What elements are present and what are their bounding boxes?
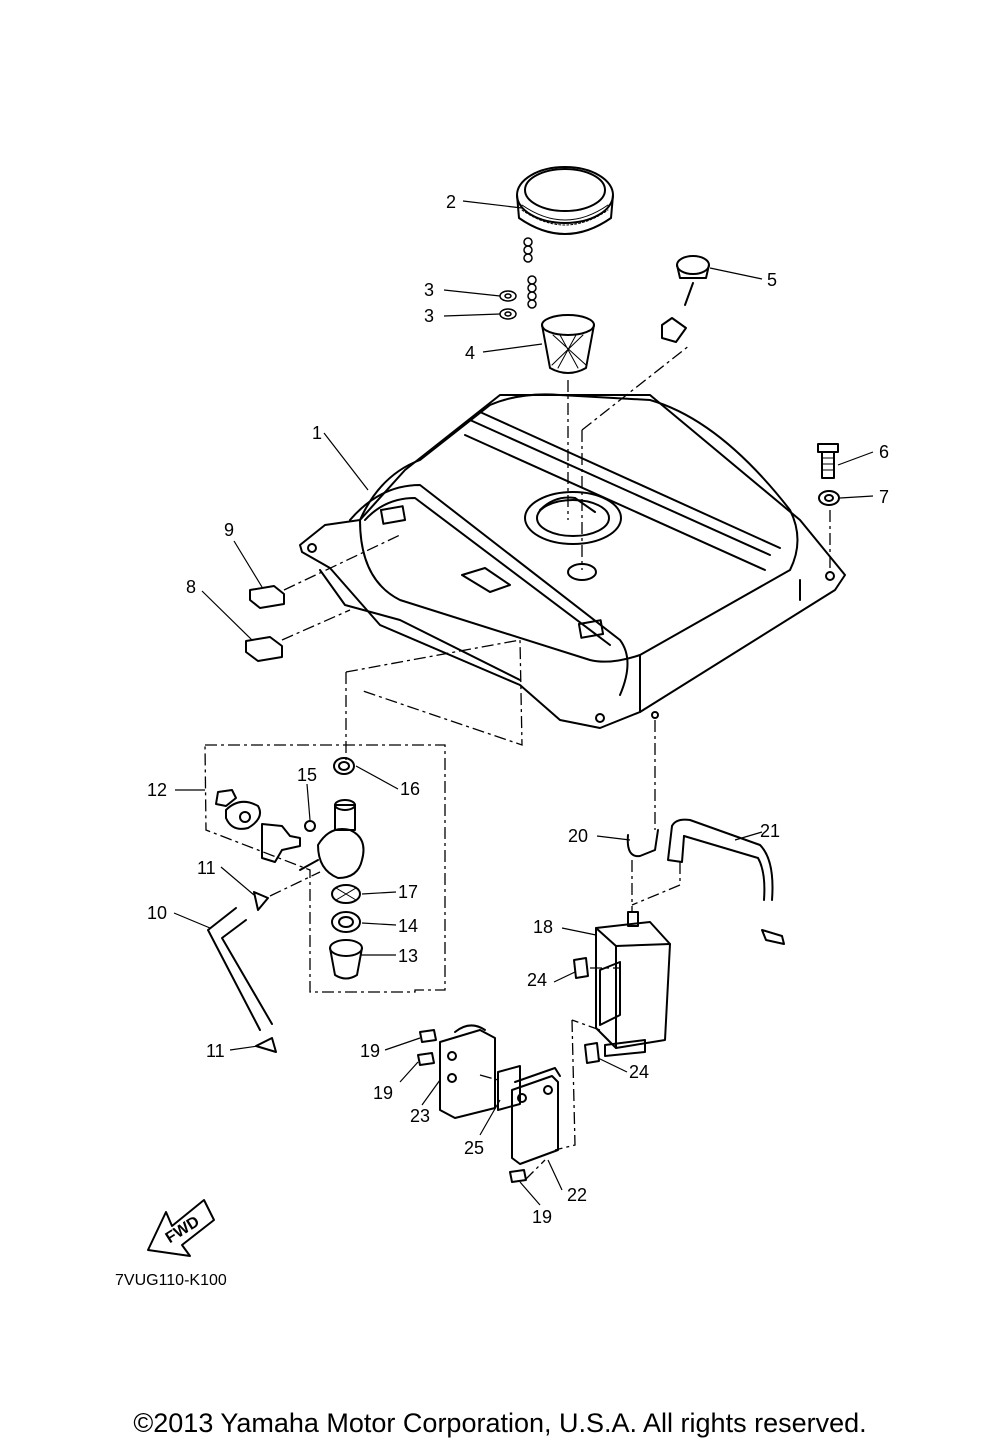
callout-10: 10 <box>147 903 167 923</box>
callout-22: 22 <box>567 1185 587 1205</box>
gasket <box>499 290 517 320</box>
callout-3: 3 <box>424 306 434 326</box>
callouts: 1 2 3 3 4 5 6 7 8 9 10 11 11 12 13 14 15… <box>147 192 889 1227</box>
callout-3: 3 <box>424 280 434 300</box>
cap-chain <box>523 237 537 309</box>
callout-11: 11 <box>197 858 216 878</box>
screw <box>417 1029 527 1183</box>
callout-23: 23 <box>410 1106 430 1126</box>
callout-19: 19 <box>360 1041 380 1061</box>
fuel-gauge <box>661 255 710 343</box>
fwd-arrow-icon <box>147 1199 215 1257</box>
fuel-cap <box>516 166 614 235</box>
canister-bracket <box>439 1024 561 1165</box>
callout-20: 20 <box>568 826 588 846</box>
figure-code: 7VUG110-K100 <box>115 1272 227 1289</box>
callout-18: 18 <box>533 917 553 937</box>
callout-15: 15 <box>297 765 317 785</box>
callout-19: 19 <box>373 1083 393 1103</box>
breather-hose <box>626 818 785 945</box>
callout-14: 14 <box>398 916 418 936</box>
fuel-cock-assembly <box>215 757 365 980</box>
callout-9: 9 <box>224 520 234 540</box>
copyright-notice: ©2013 Yamaha Motor Corporation, U.S.A. A… <box>133 1408 867 1438</box>
clamp <box>573 957 600 1064</box>
callout-24: 24 <box>527 970 547 990</box>
callout-1: 1 <box>312 423 322 443</box>
fuel-tank <box>299 393 846 729</box>
washer <box>818 490 840 506</box>
callout-25: 25 <box>464 1138 484 1158</box>
fuel-hose <box>207 907 273 1031</box>
callout-5: 5 <box>767 270 777 290</box>
callout-19: 19 <box>532 1207 552 1227</box>
damper-block <box>245 585 285 662</box>
callout-7: 7 <box>879 487 889 507</box>
callout-12: 12 <box>147 780 167 800</box>
charcoal-canister <box>595 911 671 1057</box>
callout-6: 6 <box>879 442 889 462</box>
assembly-boundary <box>204 744 446 993</box>
hose-clip <box>253 891 277 1053</box>
callout-13: 13 <box>398 946 418 966</box>
callout-21: 21 <box>760 821 780 841</box>
callout-4: 4 <box>465 343 475 363</box>
callout-8: 8 <box>186 577 196 597</box>
callout-17: 17 <box>398 882 418 902</box>
callout-24: 24 <box>629 1062 649 1082</box>
callout-2: 2 <box>446 192 456 212</box>
callout-11: 11 <box>206 1041 225 1061</box>
fuel-strainer <box>541 314 595 374</box>
bolt <box>817 443 839 479</box>
callout-16: 16 <box>400 779 420 799</box>
